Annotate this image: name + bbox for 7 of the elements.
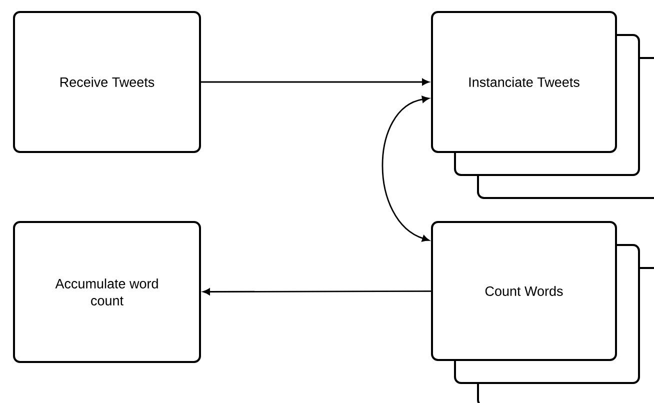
process-box: Instanciate Tweets (431, 11, 617, 153)
arrow (382, 96, 430, 242)
arrow (201, 78, 430, 86)
process-box: Receive Tweets (13, 11, 201, 153)
arrow (202, 288, 431, 296)
process-box: Accumulate word count (13, 221, 201, 363)
process-box: Count Words (431, 221, 617, 361)
